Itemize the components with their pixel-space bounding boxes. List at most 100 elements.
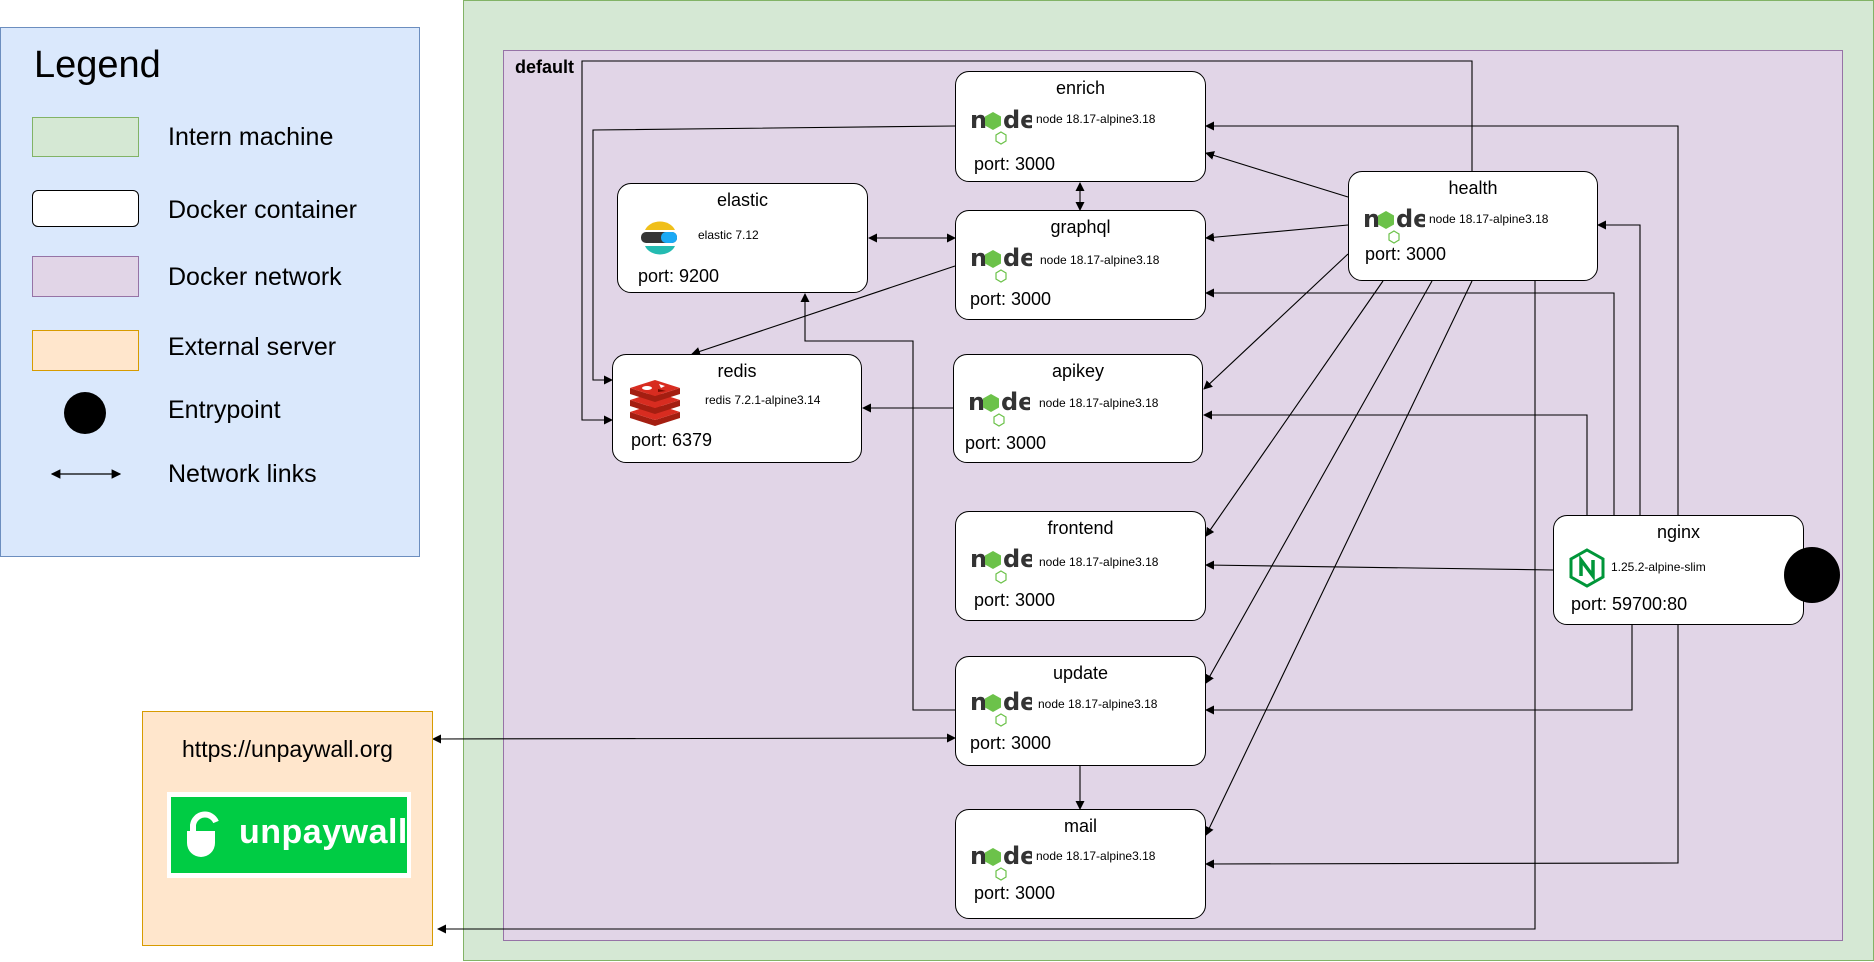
container-name: nginx (1656, 522, 1701, 542)
container-version: redis 7.2.1-alpine3.14 (705, 393, 821, 407)
container-version: node 18.17-alpine3.18 (1039, 555, 1159, 569)
container-port: port: 3000 (974, 590, 1056, 610)
redis-logo-icon (630, 380, 680, 426)
container-version: node 18.17-alpine3.18 (1036, 849, 1156, 863)
container-port: port: 3000 (974, 883, 1056, 903)
link-health-apikey (1203, 253, 1349, 390)
link-nginx-update (1205, 625, 1633, 715)
legend-title: Legend (34, 44, 161, 86)
link-graphql-redis (691, 265, 956, 356)
link-nginx-frontend (1205, 560, 1554, 571)
container-name: update (1052, 663, 1109, 683)
link-health-unpaywall (437, 281, 1536, 934)
svg-text:n: n (970, 244, 987, 272)
container-port: port: 59700:80 (1571, 594, 1688, 614)
container-port: port: 6379 (631, 430, 713, 450)
link-health-update (1205, 280, 1433, 684)
legend-label-intern-machine: Intern machine (168, 123, 334, 151)
nodejs-logo-icon: n de (1363, 205, 1425, 244)
svg-text:n: n (970, 688, 987, 716)
container-version: 1.25.2-alpine-slim (1611, 560, 1706, 574)
container-port: port: 9200 (638, 266, 720, 286)
link-update-unpaywall (432, 733, 956, 744)
link-nginx-health (1597, 220, 1641, 515)
external-server-url: https://unpaywall.org (182, 736, 393, 762)
legend-label-external-server: External server (168, 333, 337, 361)
container-version: elastic 7.12 (698, 228, 759, 242)
container-version: node 18.17-alpine3.18 (1036, 112, 1156, 126)
open-lock-icon (187, 811, 219, 857)
link-nginx-graphql (1205, 288, 1615, 515)
unpaywall-logo-text: unpaywall (239, 813, 408, 851)
link-update-elastic (800, 293, 955, 711)
container-name: redis (717, 361, 757, 381)
svg-text:de: de (1003, 545, 1032, 573)
legend-swatch-external-server (32, 330, 139, 371)
container-graphql[interactable]: graphql n de node 18.17-alpine3.18 port:… (955, 210, 1206, 320)
link-nginx-mail (1205, 625, 1679, 869)
container-mail[interactable]: mail n de node 18.17-alpine3.18 port: 30… (955, 809, 1206, 919)
container-frontend[interactable]: frontend n de node 18.17-alpine3.18 port… (955, 511, 1206, 621)
legend-label-network-links: Network links (168, 460, 317, 488)
svg-text:de: de (1003, 244, 1032, 272)
nodejs-logo-icon: n de (968, 388, 1030, 427)
svg-text:de: de (1001, 388, 1030, 416)
container-version: node 18.17-alpine3.18 (1039, 396, 1159, 410)
link-health-redis (581, 60, 1473, 425)
nodejs-logo-icon: n de (970, 244, 1032, 283)
svg-text:n: n (1363, 205, 1380, 233)
container-port: port: 3000 (1365, 244, 1447, 264)
legend-label-entrypoint: Entrypoint (168, 396, 281, 424)
container-name: graphql (1050, 217, 1111, 237)
svg-text:n: n (970, 842, 987, 870)
container-redis[interactable]: redis redis 7.2.1-alpine3.14 port: 6379 (612, 354, 862, 463)
container-enrich[interactable]: enrich n de node 18.17-alpine3.18 port: … (955, 71, 1206, 182)
container-elastic[interactable]: elastic elastic 7.12 port: 9200 (617, 183, 868, 293)
link-health-frontend (1205, 280, 1384, 537)
container-port: port: 3000 (970, 733, 1052, 753)
svg-text:n: n (970, 545, 987, 573)
nodejs-logo-icon: n de (970, 106, 1032, 145)
container-name: elastic (716, 190, 769, 210)
container-name: health (1448, 178, 1498, 198)
container-version: node 18.17-alpine3.18 (1038, 697, 1158, 711)
legend-label-docker-container: Docker container (168, 196, 357, 224)
container-apikey[interactable]: apikey n de node 18.17-alpine3.18 port: … (953, 354, 1203, 463)
unpaywall-logo: unpaywall (167, 792, 411, 878)
container-port: port: 3000 (970, 289, 1052, 309)
container-name: mail (1063, 816, 1097, 836)
svg-text:de: de (1003, 842, 1032, 870)
link-health-graphql (1205, 224, 1349, 242)
svg-text:n: n (970, 106, 987, 134)
link-health-enrich (1205, 151, 1349, 198)
container-name: frontend (1047, 518, 1114, 538)
legend-swatch-docker-container (32, 190, 139, 227)
nginx-logo-icon (1569, 548, 1605, 588)
svg-text:n: n (968, 388, 985, 416)
nodejs-logo-icon: n de (970, 688, 1032, 727)
container-name: apikey (1051, 361, 1105, 381)
container-port: port: 3000 (974, 154, 1056, 174)
svg-text:de: de (1003, 688, 1032, 716)
svg-text:de: de (1396, 205, 1425, 233)
container-version: node 18.17-alpine3.18 (1429, 212, 1549, 226)
legend-swatch-docker-network (32, 256, 139, 297)
svg-text:de: de (1003, 106, 1032, 134)
legend-swatch-intern-machine (32, 117, 139, 157)
legend-label-docker-network: Docker network (168, 263, 342, 291)
container-name: enrich (1055, 78, 1106, 98)
nodejs-logo-icon: n de (970, 545, 1032, 584)
link-nginx-enrich (1205, 121, 1679, 515)
legend-swatch-entrypoint (64, 392, 106, 434)
container-nginx[interactable]: nginx 1.25.2-alpine-slim port: 59700:80 (1553, 515, 1804, 625)
container-update[interactable]: update n de node 18.17-alpine3.18 port: … (955, 656, 1206, 766)
external-server-unpaywall[interactable]: https://unpaywall.org unpaywall (142, 711, 433, 946)
network-label: default (515, 57, 575, 77)
entrypoint-marker[interactable] (1784, 547, 1840, 603)
link-health-mail (1205, 280, 1473, 836)
container-port: port: 3000 (965, 433, 1047, 453)
container-health[interactable]: health n de node 18.17-alpine3.18 port: … (1348, 171, 1598, 281)
link-enrich-redis (592, 125, 956, 385)
nodejs-logo-icon: n de (970, 842, 1032, 881)
